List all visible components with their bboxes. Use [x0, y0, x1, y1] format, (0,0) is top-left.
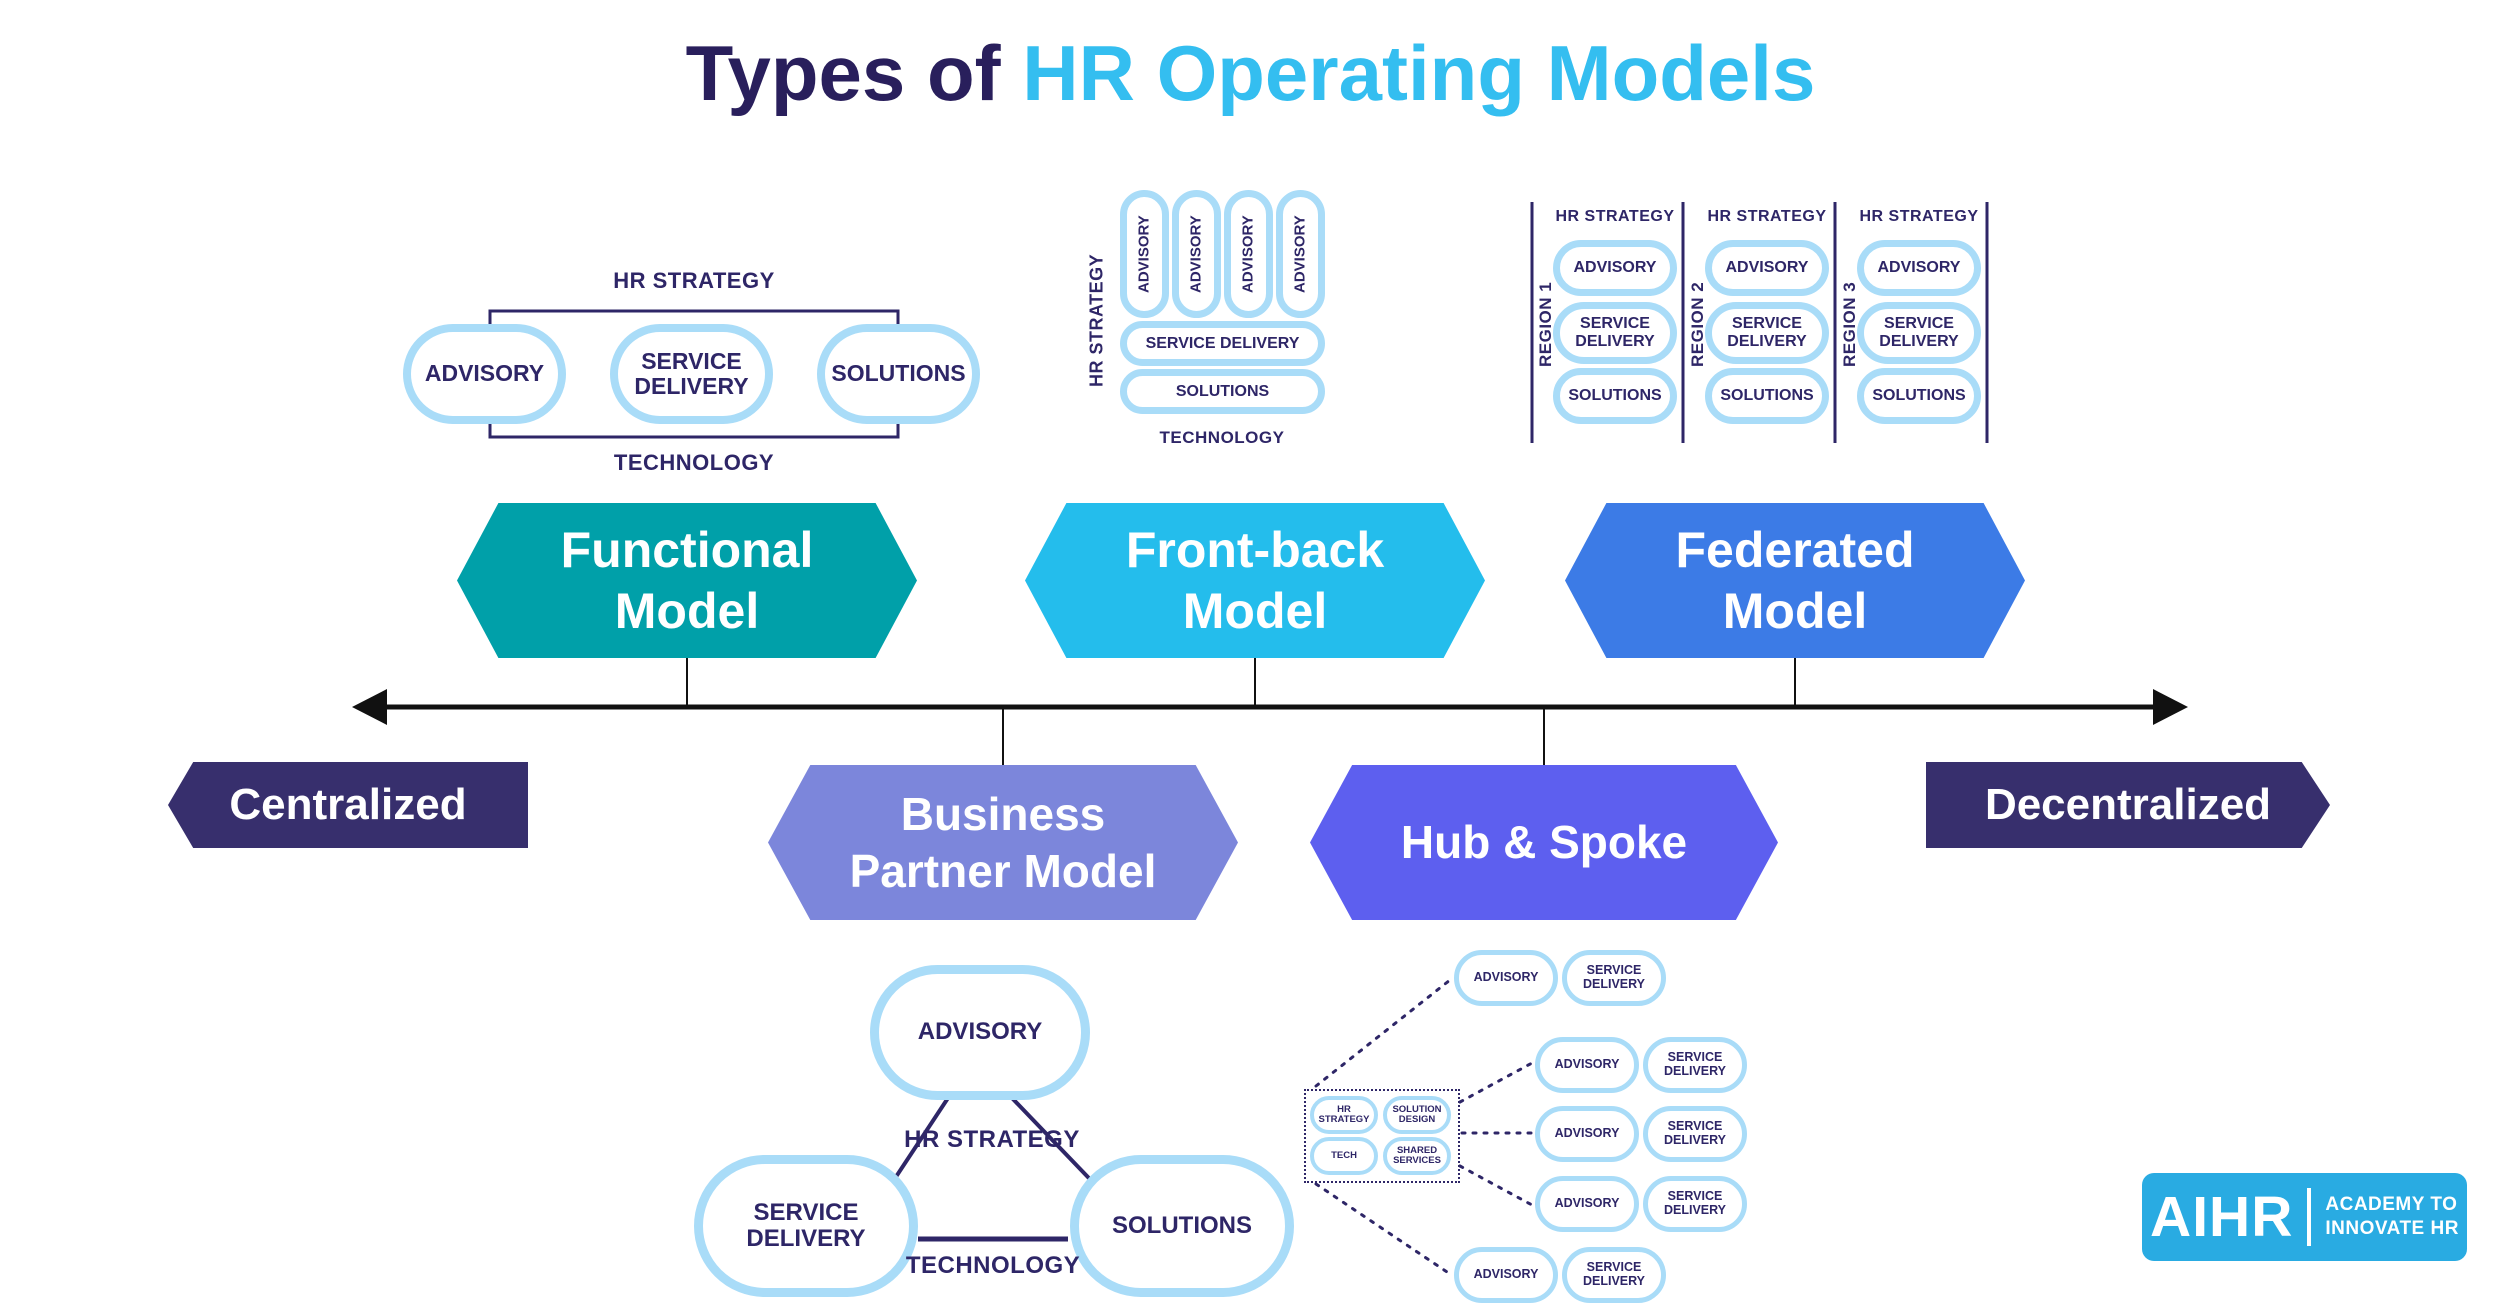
- functional-model-label: Functional Model: [560, 521, 814, 639]
- bp-technology-label: TECHNOLOGY: [905, 1252, 1081, 1279]
- centralized-label: Centralized: [229, 780, 467, 829]
- spoke-3-service-delivery-pill: SERVICE DELIVERY: [1643, 1106, 1747, 1162]
- hub-and-spoke-hexagon: Hub & Spoke: [1310, 765, 1778, 920]
- spoke-5-service-delivery-pill: SERVICE DELIVERY: [1562, 1247, 1666, 1303]
- page-title-highlight: HR Operating Models: [1022, 29, 1816, 117]
- federated-region-3-service-delivery-pill: SERVICE DELIVERY: [1857, 302, 1981, 364]
- federated-model-hexagon: Federated Model: [1565, 503, 2025, 658]
- federated-region-1-advisory-pill: ADVISORY: [1553, 240, 1677, 296]
- bp-solutions-pill: SOLUTIONS: [1070, 1155, 1294, 1297]
- functional-bottom-bracket: [488, 424, 900, 439]
- frontback-advisory-pill-1: ADVISORY: [1120, 190, 1169, 318]
- aihr-logo: AIHR ACADEMY TO INNOVATE HR: [2142, 1173, 2467, 1261]
- frontback-advisory-pill-3: ADVISORY: [1224, 190, 1273, 318]
- federated-region-2-header: HR STRATEGY: [1707, 208, 1827, 225]
- federated-region-3-header: HR STRATEGY: [1859, 208, 1979, 225]
- frontback-solutions-pill: SOLUTIONS: [1120, 369, 1325, 414]
- federated-region-2-label: REGION 2: [1688, 281, 1707, 367]
- arrowhead-right: [2153, 689, 2188, 725]
- hub-and-spoke-label: Hub & Spoke: [1400, 816, 1688, 869]
- aihr-logo-tagline: ACADEMY TO INNOVATE HR: [2325, 1193, 2459, 1241]
- hub-solution-design-pill: SOLUTION DESIGN: [1383, 1096, 1451, 1134]
- spoke-4-advisory-pill: ADVISORY: [1535, 1176, 1639, 1232]
- aihr-tagline-line2: INNOVATE HR: [2325, 1218, 2459, 1239]
- federated-region-1-solutions-pill: SOLUTIONS: [1553, 368, 1677, 424]
- spoke-2-advisory-pill: ADVISORY: [1535, 1037, 1639, 1093]
- functional-technology-label: TECHNOLOGY: [613, 450, 775, 475]
- spoke-5-advisory-pill: ADVISORY: [1454, 1247, 1558, 1303]
- decentralized-label: Decentralized: [1984, 780, 2272, 829]
- frontback-advisory-pill-4: ADVISORY: [1276, 190, 1325, 318]
- federated-region-2-service-delivery-pill: SERVICE DELIVERY: [1705, 302, 1829, 364]
- page-title-prefix: Types of: [685, 29, 1023, 117]
- front-back-model-label: Front-back Model: [1125, 521, 1385, 639]
- federated-region-1-service-delivery-pill: SERVICE DELIVERY: [1553, 302, 1677, 364]
- frontback-technology-label: TECHNOLOGY: [1159, 428, 1285, 447]
- arrowhead-left: [352, 689, 387, 725]
- federated-region-1-header: HR STRATEGY: [1555, 208, 1675, 225]
- federated-region-2-advisory-pill: ADVISORY: [1705, 240, 1829, 296]
- decentralized-banner: Decentralized: [1926, 762, 2330, 848]
- spoke-3-advisory-pill: ADVISORY: [1535, 1106, 1639, 1162]
- federated-region-1-label: REGION 1: [1536, 281, 1555, 367]
- spoke-2-service-delivery-pill: SERVICE DELIVERY: [1643, 1037, 1747, 1093]
- page-title: Types of HR Operating Models: [0, 28, 2501, 119]
- federated-region-3-solutions-pill: SOLUTIONS: [1857, 368, 1981, 424]
- bp-service-delivery-pill: SERVICE DELIVERY: [694, 1155, 918, 1297]
- business-partner-model-label: Business Partner Model: [849, 788, 1157, 897]
- functional-solutions-pill: SOLUTIONS: [817, 324, 980, 424]
- spoke-line-4: [1458, 1164, 1534, 1207]
- federated-region-3-label: REGION 3: [1840, 281, 1859, 367]
- bp-advisory-pill: ADVISORY: [870, 965, 1090, 1100]
- spoke-1-service-delivery-pill: SERVICE DELIVERY: [1562, 950, 1666, 1006]
- spoke-1-advisory-pill: ADVISORY: [1454, 950, 1558, 1006]
- frontback-advisory-pill-2: ADVISORY: [1172, 190, 1221, 318]
- functional-model-hexagon: Functional Model: [457, 503, 917, 658]
- hub-container: [1304, 1089, 1460, 1183]
- hub-shared-services-pill: SHARED SERVICES: [1383, 1137, 1451, 1175]
- spoke-line-5: [1314, 1182, 1452, 1276]
- aihr-tagline-line1: ACADEMY TO: [2325, 1194, 2458, 1216]
- aihr-logo-wordmark: AIHR: [2150, 1185, 2294, 1249]
- functional-advisory-pill: ADVISORY: [403, 324, 566, 424]
- spoke-4-service-delivery-pill: SERVICE DELIVERY: [1643, 1176, 1747, 1232]
- business-partner-model-hexagon: Business Partner Model: [768, 765, 1238, 920]
- spoke-line-1: [1314, 978, 1452, 1088]
- aihr-logo-divider: [2307, 1188, 2312, 1246]
- bp-hr-strategy-label: HR STRATEGY: [904, 1126, 1080, 1153]
- front-back-model-hexagon: Front-back Model: [1025, 503, 1485, 658]
- functional-service-delivery-pill: SERVICE DELIVERY: [610, 324, 773, 424]
- functional-top-bracket: [488, 309, 900, 324]
- functional-hr-strategy-label: HR STRATEGY: [613, 268, 775, 293]
- spoke-line-2: [1458, 1061, 1534, 1104]
- hub-tech-pill: TECH: [1310, 1137, 1378, 1175]
- frontback-service-delivery-pill: SERVICE DELIVERY: [1120, 321, 1325, 366]
- federated-model-label: Federated Model: [1675, 521, 1915, 639]
- frontback-hr-strategy-label: HR STRATEGY: [1086, 253, 1107, 387]
- centralized-banner: Centralized: [168, 762, 528, 848]
- hub-hr-strategy-pill: HR STRATEGY: [1310, 1096, 1378, 1134]
- federated-region-2-solutions-pill: SOLUTIONS: [1705, 368, 1829, 424]
- federated-region-3-advisory-pill: ADVISORY: [1857, 240, 1981, 296]
